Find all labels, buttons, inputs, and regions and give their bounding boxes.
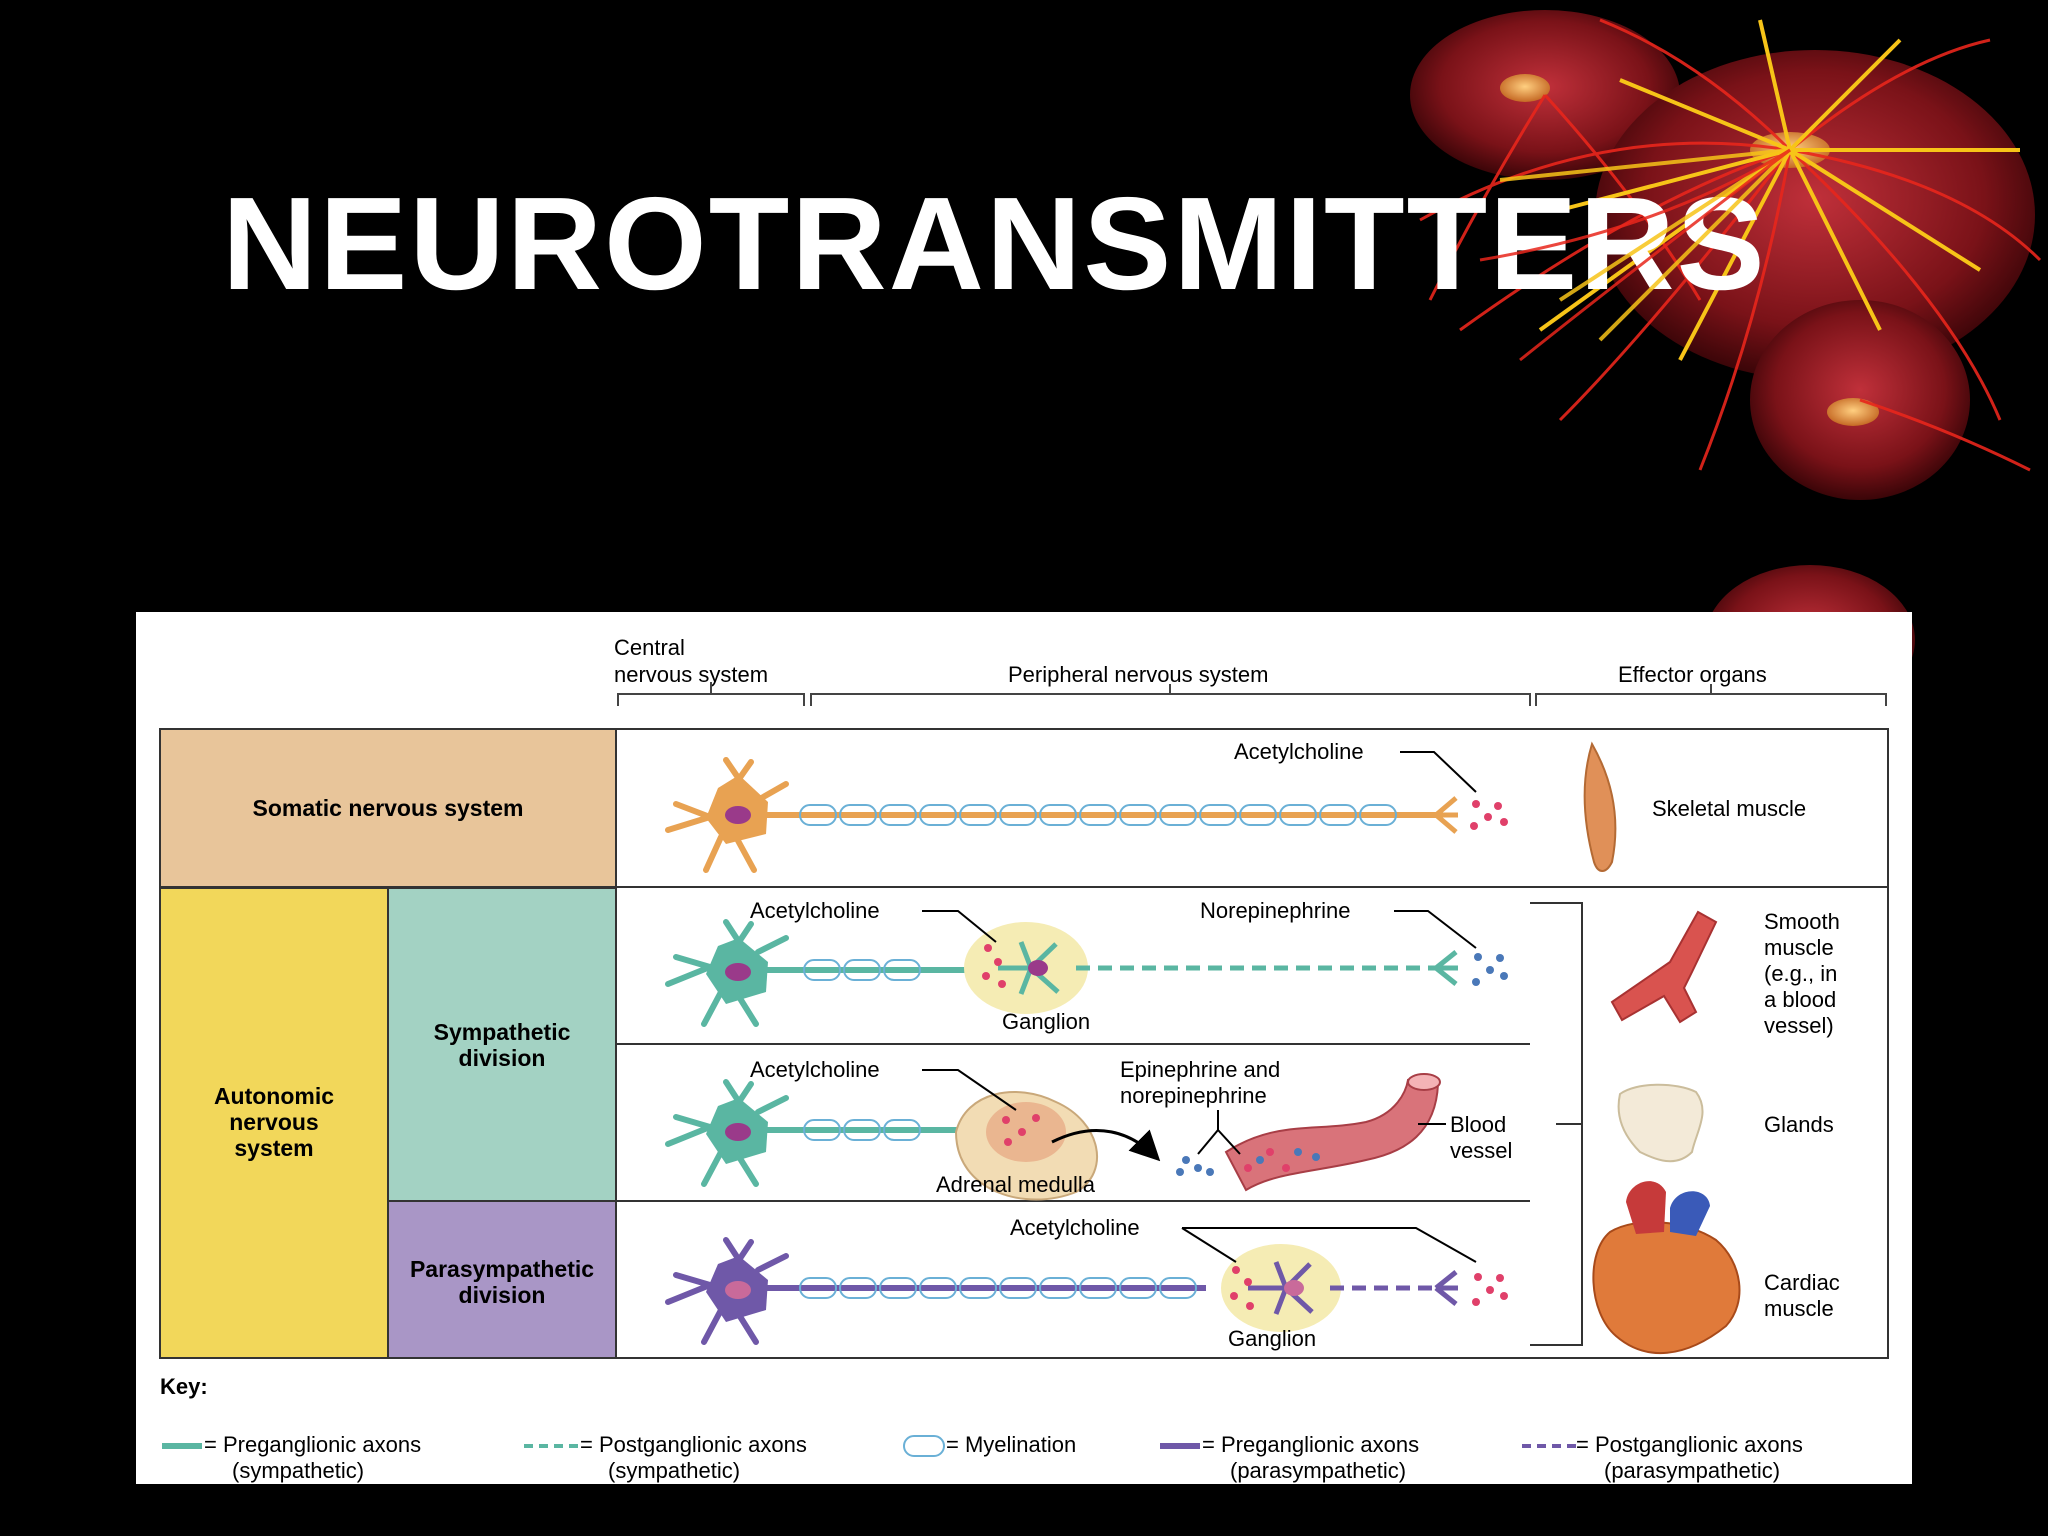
key-item-pre-symp: = Preganglionic axons (sympathetic) — [162, 1432, 421, 1483]
effector-smooth-5: vessel) — [1764, 1013, 1834, 1038]
smooth-muscle-vessel-icon — [1610, 910, 1718, 1024]
somatic-neuron-icon — [665, 757, 1458, 873]
header-cns-line1: Central — [614, 635, 685, 660]
svg-text:= Postganglionic axons: = Postganglionic axons — [580, 1432, 807, 1457]
diagram-svg: Central nervous system Peripheral nervou… — [159, 635, 1889, 1483]
label-blood-line1: Blood — [1450, 1112, 1506, 1137]
label-ach-para: Acetylcholine — [1010, 1215, 1140, 1240]
effector-smooth-4: a blood — [1764, 987, 1836, 1012]
label-adrenal-medulla: Adrenal medulla — [936, 1172, 1096, 1197]
gland-icon — [1617, 1083, 1704, 1163]
key-item-post-symp: = Postganglionic axons (sympathetic) — [524, 1432, 807, 1483]
label-ach-symp: Acetylcholine — [750, 898, 880, 923]
somatic-label: Somatic nervous system — [252, 795, 523, 821]
effector-cardiac-1: Cardiac — [1764, 1270, 1840, 1295]
effector-glands: Glands — [1764, 1112, 1834, 1137]
key-item-post-para: = Postganglionic axons (parasympathetic) — [1522, 1432, 1803, 1483]
norepi-dots — [1472, 953, 1508, 986]
effector-smooth-1: Smooth — [1764, 909, 1840, 934]
para-myelination — [799, 1277, 1197, 1299]
svg-text:= Preganglionic axons: = Preganglionic axons — [204, 1432, 421, 1457]
svg-text:(sympathetic): (sympathetic) — [608, 1458, 740, 1483]
parasympathetic-label-1: Parasympathetic — [410, 1256, 594, 1282]
header-cns-line2: nervous system — [614, 662, 768, 687]
autonomic-cell — [159, 887, 389, 1359]
sympathetic-label-2: division — [459, 1045, 546, 1071]
label-ganglion-symp: Ganglion — [1002, 1009, 1090, 1034]
svg-text:= Preganglionic axons: = Preganglionic axons — [1202, 1432, 1419, 1457]
effector-smooth-3: (e.g., in — [1764, 961, 1837, 986]
svg-text:(parasympathetic): (parasympathetic) — [1604, 1458, 1780, 1483]
sympathetic-label-1: Sympathetic — [434, 1019, 571, 1045]
effector-smooth-2: muscle — [1764, 935, 1834, 960]
autonomic-label-3: system — [234, 1135, 313, 1161]
label-ganglion-para: Ganglion — [1228, 1326, 1316, 1351]
heart-icon — [1592, 1181, 1741, 1355]
somatic-ach-dots — [1470, 800, 1508, 830]
label-ach-adrenal: Acetylcholine — [750, 1057, 880, 1082]
epi-dots — [1176, 1156, 1214, 1176]
para-neuron-icon — [665, 1237, 1206, 1345]
key-item-pre-para: = Preganglionic axons (parasympathetic) — [1160, 1432, 1419, 1483]
skeletal-muscle-icon — [1583, 741, 1617, 872]
autonomic-label-1: Autonomic — [214, 1083, 334, 1109]
svg-text:(parasympathetic): (parasympathetic) — [1230, 1458, 1406, 1483]
nervous-system-diagram: Central nervous system Peripheral nervou… — [136, 612, 1912, 1484]
para-ach-dots — [1472, 1273, 1508, 1306]
effector-cardiac-2: muscle — [1764, 1296, 1834, 1321]
key-title: Key: — [160, 1374, 208, 1399]
parasympathetic-label-2: division — [459, 1282, 546, 1308]
somatic-myelination — [799, 804, 1397, 826]
header-brackets — [617, 682, 1887, 706]
adrenal-neuron-icon — [665, 1079, 996, 1187]
autonomic-effector-bracket — [1530, 902, 1583, 1346]
label-blood-line2: vessel — [1450, 1138, 1512, 1163]
effector-skeletal: Skeletal muscle — [1652, 796, 1806, 821]
autonomic-label-2: nervous — [229, 1109, 318, 1135]
label-epi-line2: norepinephrine — [1120, 1083, 1267, 1108]
svg-text:(sympathetic): (sympathetic) — [232, 1458, 364, 1483]
svg-text:= Postganglionic axons: = Postganglionic axons — [1576, 1432, 1803, 1457]
label-norepinephrine: Norepinephrine — [1200, 898, 1350, 923]
parasympathetic-cell — [387, 1200, 617, 1359]
adrenal-myelination — [803, 1119, 921, 1141]
header-pns: Peripheral nervous system — [1008, 662, 1268, 687]
label-epi-line1: Epinephrine and — [1120, 1057, 1280, 1082]
label-ach-somatic: Acetylcholine — [1234, 739, 1364, 764]
svg-text:= Myelination: = Myelination — [946, 1432, 1076, 1457]
somatic-cell — [159, 728, 617, 888]
slide-title: NEUROTRANSMITTERS — [222, 170, 1767, 317]
symp-neuron-icon — [665, 919, 966, 1027]
symp-myelination — [803, 959, 921, 981]
key-item-myelination: = Myelination — [903, 1432, 1076, 1457]
header-effector: Effector organs — [1618, 662, 1767, 687]
